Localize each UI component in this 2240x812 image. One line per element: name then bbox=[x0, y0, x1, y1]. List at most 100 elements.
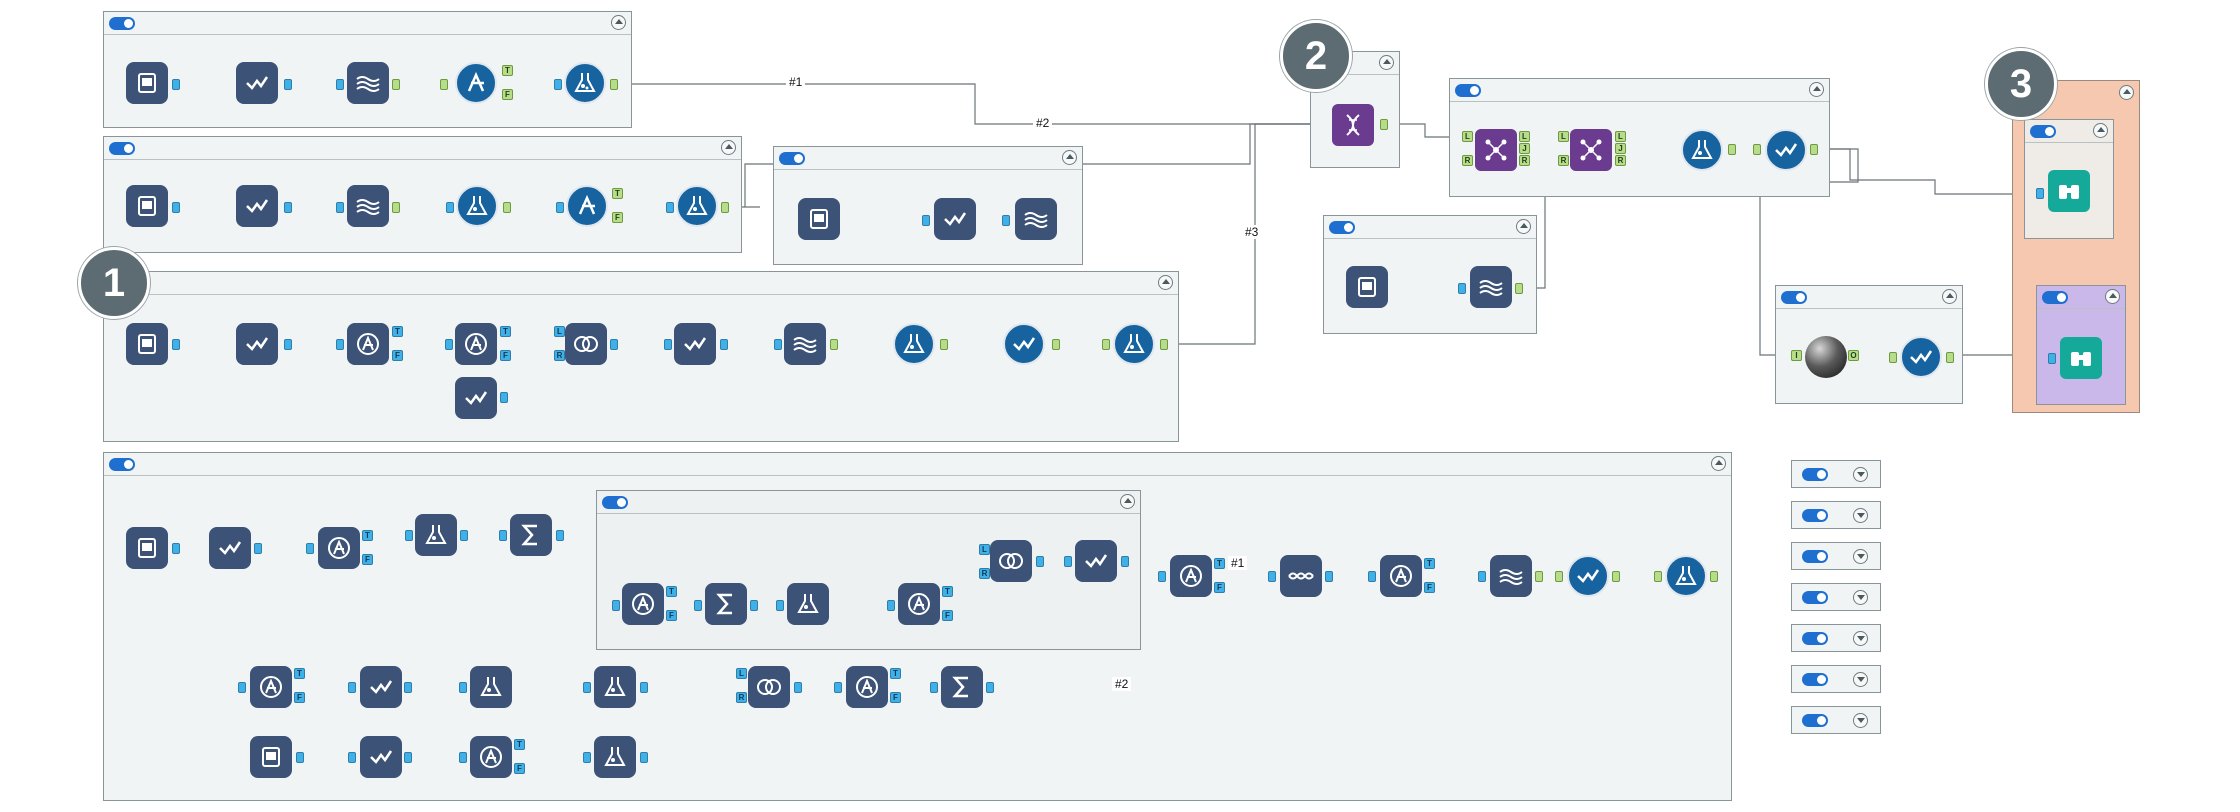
container-toggle[interactable] bbox=[779, 152, 805, 165]
expand-button[interactable] bbox=[1853, 508, 1868, 523]
select-tool[interactable] bbox=[1567, 555, 1609, 597]
union-tool[interactable] bbox=[990, 540, 1032, 582]
input-anchor[interactable] bbox=[500, 392, 508, 403]
container-toggle[interactable] bbox=[602, 496, 628, 509]
false-anchor[interactable]: F bbox=[1424, 582, 1435, 593]
input-anchor[interactable] bbox=[640, 752, 648, 763]
true-anchor[interactable]: T bbox=[666, 586, 677, 597]
data-cleansing-tool[interactable] bbox=[347, 62, 389, 104]
multi-field-tool[interactable] bbox=[1280, 555, 1322, 597]
input-anchor[interactable] bbox=[460, 530, 468, 541]
output-anchor[interactable] bbox=[1102, 339, 1110, 350]
filter-tool[interactable] bbox=[566, 185, 608, 227]
true-anchor[interactable]: T bbox=[612, 188, 623, 199]
collapse-button[interactable] bbox=[2105, 289, 2120, 304]
output-anchor[interactable] bbox=[1753, 144, 1761, 155]
data-cleansing-tool[interactable] bbox=[1470, 266, 1512, 308]
right-anchor[interactable]: R bbox=[736, 692, 747, 703]
filter-tool[interactable] bbox=[318, 527, 360, 569]
true-anchor[interactable]: T bbox=[1214, 558, 1225, 569]
join-anchor[interactable]: J bbox=[1519, 143, 1530, 154]
output-anchor[interactable] bbox=[1535, 571, 1543, 582]
collapse-button[interactable] bbox=[1942, 289, 1957, 304]
filter-tool[interactable] bbox=[898, 583, 940, 625]
output-anchor[interactable] bbox=[440, 79, 448, 90]
output-anchor[interactable] bbox=[1515, 283, 1523, 294]
container-toggle[interactable] bbox=[2042, 291, 2068, 304]
input-anchor[interactable] bbox=[459, 682, 467, 693]
input-anchor[interactable] bbox=[1121, 556, 1129, 567]
input-anchor[interactable] bbox=[610, 339, 618, 350]
input-anchor[interactable] bbox=[404, 682, 412, 693]
container-toggle[interactable] bbox=[1802, 591, 1828, 604]
input-anchor[interactable] bbox=[750, 600, 758, 611]
input-anchor[interactable] bbox=[1478, 571, 1486, 582]
input-anchor[interactable] bbox=[172, 79, 180, 90]
filter-tool[interactable] bbox=[1170, 555, 1212, 597]
input-anchor[interactable] bbox=[556, 202, 564, 213]
input-anchor[interactable] bbox=[583, 752, 591, 763]
select-tool[interactable] bbox=[934, 198, 976, 240]
output-anchor[interactable] bbox=[1810, 144, 1818, 155]
true-anchor[interactable]: T bbox=[1424, 558, 1435, 569]
formula-tool[interactable] bbox=[415, 514, 457, 556]
false-anchor[interactable]: F bbox=[502, 89, 513, 100]
input-anchor[interactable] bbox=[1458, 283, 1466, 294]
input-data-tool[interactable] bbox=[126, 527, 168, 569]
collapsed-container[interactable] bbox=[1791, 665, 1881, 693]
container-toggle[interactable] bbox=[1802, 509, 1828, 522]
false-anchor[interactable]: F bbox=[514, 763, 525, 774]
right-anchor[interactable]: R bbox=[1462, 155, 1473, 166]
input-anchor[interactable] bbox=[776, 600, 784, 611]
left-anchor[interactable]: L bbox=[1519, 131, 1530, 142]
input-anchor[interactable] bbox=[238, 682, 246, 693]
input-anchor[interactable] bbox=[254, 543, 262, 554]
false-anchor[interactable]: F bbox=[890, 692, 901, 703]
network-macro-tool[interactable] bbox=[1475, 129, 1517, 171]
collapsed-container[interactable] bbox=[1791, 583, 1881, 611]
input-anchor[interactable] bbox=[612, 600, 620, 611]
true-anchor[interactable]: T bbox=[294, 668, 305, 679]
false-anchor[interactable]: F bbox=[612, 212, 623, 223]
container-toggle[interactable] bbox=[109, 17, 135, 30]
collapsed-container[interactable] bbox=[1791, 460, 1881, 488]
formula-tool[interactable] bbox=[456, 185, 498, 227]
left-anchor[interactable]: L bbox=[554, 326, 565, 337]
input-anchor[interactable] bbox=[556, 530, 564, 541]
output-anchor[interactable] bbox=[1380, 119, 1388, 130]
input-anchor[interactable] bbox=[2036, 188, 2044, 199]
select-tool[interactable] bbox=[236, 185, 278, 227]
network-macro-tool[interactable] bbox=[1570, 129, 1612, 171]
collapse-button[interactable] bbox=[1711, 456, 1726, 471]
collapse-button[interactable] bbox=[1379, 55, 1394, 70]
input-anchor[interactable] bbox=[336, 79, 344, 90]
input-data-tool[interactable] bbox=[126, 185, 168, 227]
collapse-button[interactable] bbox=[1516, 219, 1531, 234]
false-anchor[interactable]: F bbox=[362, 554, 373, 565]
output-anchor[interactable] bbox=[1555, 571, 1563, 582]
formula-tool[interactable] bbox=[676, 185, 718, 227]
collapse-button[interactable] bbox=[721, 140, 736, 155]
input-anchor[interactable] bbox=[794, 682, 802, 693]
collapse-button[interactable] bbox=[1120, 494, 1135, 509]
input-anchor[interactable] bbox=[404, 752, 412, 763]
dna-macro-tool[interactable] bbox=[1332, 104, 1374, 146]
collapse-button[interactable] bbox=[2093, 123, 2108, 138]
sphere-macro-tool[interactable] bbox=[1805, 336, 1847, 378]
input-anchor[interactable] bbox=[583, 682, 591, 693]
true-anchor[interactable]: T bbox=[392, 326, 403, 337]
expand-button[interactable] bbox=[1853, 467, 1868, 482]
output-anchor[interactable]: O bbox=[1848, 350, 1859, 361]
output-anchor[interactable] bbox=[610, 79, 618, 90]
filter-tool[interactable] bbox=[250, 666, 292, 708]
input-anchor[interactable] bbox=[405, 530, 413, 541]
collapsed-container[interactable] bbox=[1791, 624, 1881, 652]
input-anchor[interactable] bbox=[446, 202, 454, 213]
filter-tool[interactable] bbox=[1380, 555, 1422, 597]
collapse-button[interactable] bbox=[611, 15, 626, 30]
collapsed-container[interactable] bbox=[1791, 706, 1881, 734]
data-cleansing-tool[interactable] bbox=[347, 185, 389, 227]
input-anchor[interactable] bbox=[284, 339, 292, 350]
browse-tool[interactable] bbox=[2060, 337, 2102, 379]
input-anchor[interactable]: I bbox=[1791, 350, 1802, 361]
